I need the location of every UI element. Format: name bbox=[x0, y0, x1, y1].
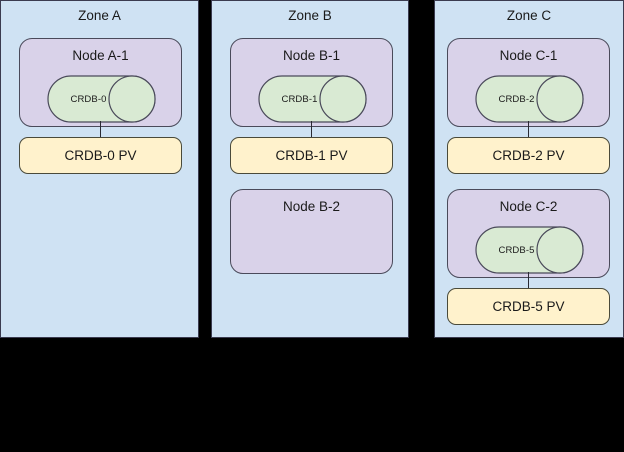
node-b-2[interactable]: Node B-2 bbox=[230, 189, 393, 274]
zone-b: Zone B Node B-1 CRDB-1 CRDB-1 PV Node B-… bbox=[211, 0, 409, 338]
node-b-1-title: Node B-1 bbox=[282, 48, 341, 63]
connector-node-b-1-to-crdb-1-pv bbox=[311, 121, 312, 138]
node-c-1[interactable]: Node C-1 CRDB-2 bbox=[447, 38, 610, 127]
crdb-5-pv[interactable]: CRDB-5 PV bbox=[447, 288, 610, 325]
node-a-1-title: Node A-1 bbox=[72, 48, 129, 63]
zone-a-title: Zone A bbox=[78, 8, 121, 23]
connector-node-c-1-to-crdb-2-pv bbox=[528, 121, 529, 138]
node-b-1[interactable]: Node B-1 CRDB-1 bbox=[230, 38, 393, 127]
connector-node-a-1-to-crdb-0-pv bbox=[100, 121, 101, 138]
zone-b-title: Zone B bbox=[288, 8, 332, 23]
node-b-2-title: Node B-2 bbox=[282, 199, 341, 214]
crdb-5-pv-label: CRDB-5 PV bbox=[492, 299, 565, 314]
crdb-2-pv[interactable]: CRDB-2 PV bbox=[447, 137, 610, 174]
node-c-1-title: Node C-1 bbox=[499, 48, 558, 63]
crdb-2-pv-label: CRDB-2 PV bbox=[492, 148, 565, 163]
database-cylinder-icon-crdb-0[interactable]: CRDB-0 bbox=[47, 75, 156, 123]
crdb-0-pv-label: CRDB-0 PV bbox=[64, 148, 137, 163]
database-cylinder-icon-crdb-2[interactable]: CRDB-2 bbox=[475, 75, 584, 123]
zone-c-title: Zone C bbox=[506, 8, 552, 23]
crdb-1-pv-label: CRDB-1 PV bbox=[275, 148, 348, 163]
database-cylinder-icon-crdb-1[interactable]: CRDB-1 bbox=[258, 75, 367, 123]
node-c-2[interactable]: Node C-2 CRDB-5 bbox=[447, 189, 610, 278]
connector-node-c-2-to-crdb-5-pv bbox=[528, 272, 529, 289]
zone-a: Zone A Node A-1 CRDB-0 CRDB-0 PV bbox=[0, 0, 199, 338]
database-cylinder-icon-crdb-5[interactable]: CRDB-5 bbox=[475, 226, 584, 274]
node-c-2-title: Node C-2 bbox=[499, 199, 558, 214]
zone-c: Zone C Node C-1 CRDB-2 CRDB-2 PV Node C-… bbox=[434, 0, 624, 338]
node-a-1[interactable]: Node A-1 CRDB-0 bbox=[19, 38, 182, 127]
crdb-0-pv[interactable]: CRDB-0 PV bbox=[19, 137, 182, 174]
crdb-1-pv[interactable]: CRDB-1 PV bbox=[230, 137, 393, 174]
